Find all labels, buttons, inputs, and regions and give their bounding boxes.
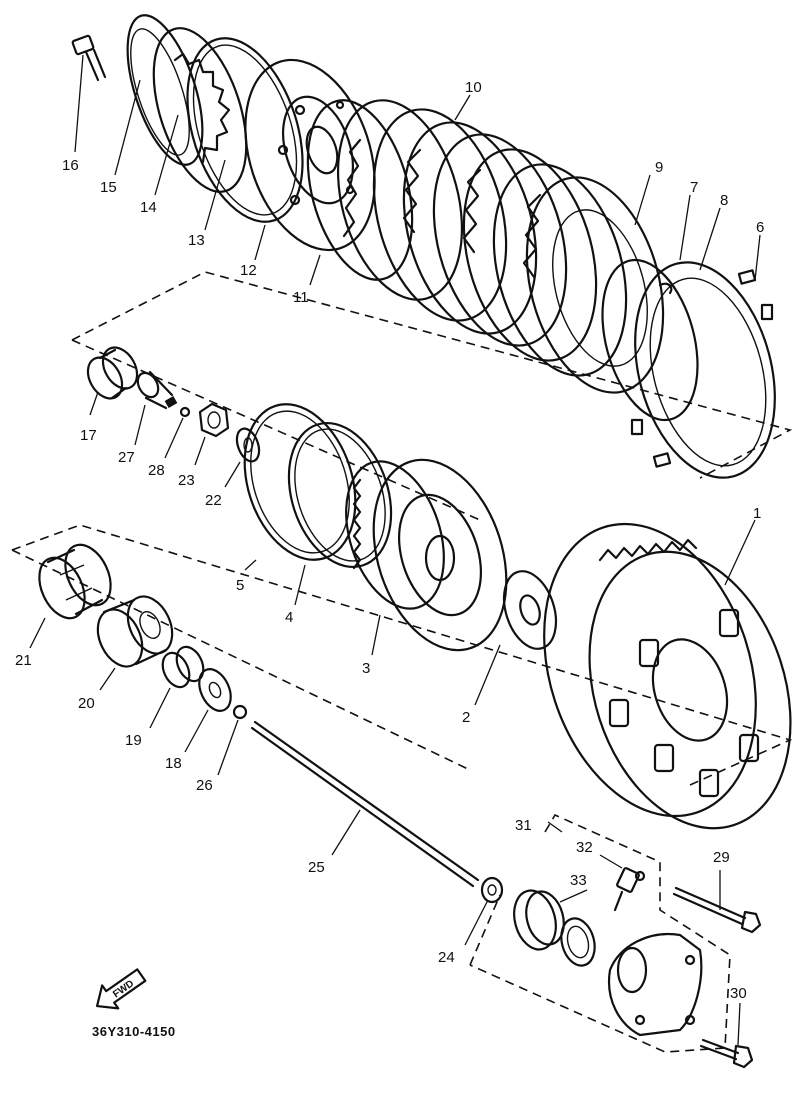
part-29-bolt [672, 886, 762, 934]
callout-31: 31 [515, 817, 532, 834]
part-32-valve [613, 867, 646, 912]
part-25-pushrod [250, 720, 480, 888]
callout-22: 22 [205, 492, 222, 509]
callout-3: 3 [362, 660, 370, 677]
part-18-washer [198, 668, 232, 712]
part-20-sleeve [96, 595, 174, 668]
part-33-seals [513, 889, 596, 967]
callout-11: 11 [293, 289, 309, 306]
part-24-seal [480, 876, 504, 904]
part-19-bearing [161, 645, 205, 689]
fwd-arrow-icon: FWD [95, 968, 147, 1010]
group-outlines [11, 271, 793, 1053]
part-8-clip [601, 258, 699, 422]
part-2-washer [502, 570, 558, 650]
part-15-plate [126, 14, 204, 166]
callout-32: 32 [576, 839, 593, 856]
clutch-plate-stack [306, 99, 665, 394]
part-28-ball [179, 406, 191, 418]
callout-9: 9 [655, 159, 663, 176]
part-27-pushrod [136, 370, 178, 410]
callout-labels: 16 15 14 13 12 11 10 9 7 8 6 17 27 28 23… [15, 79, 764, 1002]
part-12-pressure-plate [244, 58, 376, 252]
callout-16: 16 [62, 157, 79, 174]
part-23-nut [198, 402, 230, 438]
part-26-ball [232, 704, 248, 720]
callout-19: 19 [125, 732, 142, 749]
part-code-label: 36Y310-4150 [92, 1024, 176, 1039]
callout-13: 13 [188, 232, 205, 249]
part-1-clutch-housing [543, 522, 792, 830]
callout-21: 21 [15, 652, 32, 669]
callout-8: 8 [720, 192, 728, 209]
callout-10: 10 [465, 79, 482, 96]
callout-5: 5 [236, 577, 244, 594]
callout-27: 27 [118, 449, 135, 466]
callout-30: 30 [730, 985, 747, 1002]
callout-17: 17 [80, 427, 97, 444]
callout-4: 4 [285, 609, 293, 626]
callout-20: 20 [78, 695, 95, 712]
callout-24: 24 [438, 949, 455, 966]
callout-1: 1 [753, 505, 761, 522]
callout-18: 18 [165, 755, 182, 772]
callout-25: 25 [308, 859, 325, 876]
part-31-cylinder-body [607, 932, 703, 1037]
callout-23: 23 [178, 472, 195, 489]
callout-14: 14 [140, 199, 157, 216]
callout-2: 2 [462, 709, 470, 726]
part-21-bearing-cage [38, 543, 112, 620]
leader-lines [29, 54, 761, 1046]
part-30-bolt [699, 1038, 754, 1069]
callout-26: 26 [196, 777, 213, 794]
part-5-ring [243, 403, 357, 561]
callout-15: 15 [100, 179, 117, 196]
callout-33: 33 [570, 872, 587, 889]
part-3-clutch-boss [345, 458, 508, 652]
part-16-bolt [71, 34, 107, 82]
callout-7: 7 [690, 179, 698, 196]
callout-29: 29 [713, 849, 730, 866]
part-6-friction-plate [630, 261, 776, 479]
callout-6: 6 [756, 219, 764, 236]
callout-28: 28 [148, 462, 165, 479]
part-22-washer [235, 427, 261, 463]
callout-12: 12 [240, 262, 257, 279]
part-17-bearing [86, 346, 139, 400]
